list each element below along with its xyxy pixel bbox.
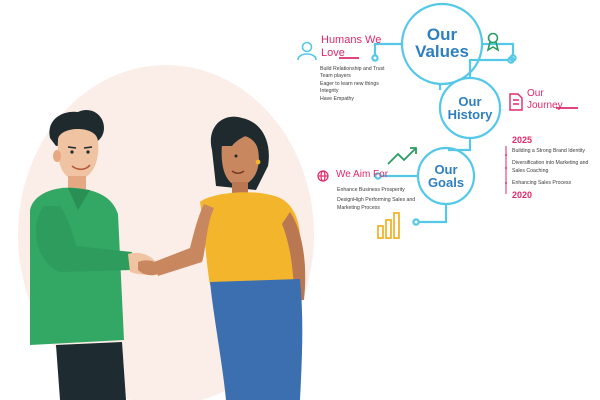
journey-year-end: 2020 [512, 190, 533, 200]
journey-heading: Our Journey [527, 88, 563, 111]
values-title: Our Values [415, 25, 469, 61]
connector-diagram [297, 2, 578, 239]
aim-list: Enhance Business Prosperity DesignHigh P… [337, 187, 417, 212]
list-item: Building a Strong Brand Identity [512, 148, 585, 154]
woman-figure [138, 116, 306, 400]
history-title: Our History [447, 94, 493, 122]
goals-title: Our Goals [427, 162, 465, 190]
list-item: Team players [320, 73, 351, 80]
humans-list: Build Relationship and Trust Team player… [320, 66, 440, 103]
humans-heading: Humans We Love [321, 34, 382, 59]
list-item: Build Relationship and Trust [320, 66, 385, 72]
list-item: Integrity [320, 88, 339, 95]
journey-list: Building a Strong Brand Identity Diversi… [512, 148, 594, 188]
list-item: Enhance Business Prosperity [337, 187, 405, 193]
list-item: Enhancing Sales Process [512, 180, 572, 187]
aim-heading: We Aim For [336, 169, 389, 180]
list-item: DesignHigh Performing Sales and Marketin… [337, 197, 416, 211]
document-icon [509, 93, 523, 111]
bar-chart-icon [377, 212, 400, 239]
journey-year-start: 2025 [512, 135, 533, 145]
list-item: Eager to learn new things [320, 80, 379, 87]
list-item: Have Empathy [320, 95, 355, 102]
list-item: Diversification into Marketing and Sales… [512, 160, 589, 174]
globe-icon [317, 170, 329, 182]
award-icon [486, 32, 500, 52]
man-figure [30, 109, 158, 400]
trend-arrow-icon [387, 147, 417, 165]
handshake-illustration [18, 65, 314, 400]
person-icon [297, 41, 317, 61]
